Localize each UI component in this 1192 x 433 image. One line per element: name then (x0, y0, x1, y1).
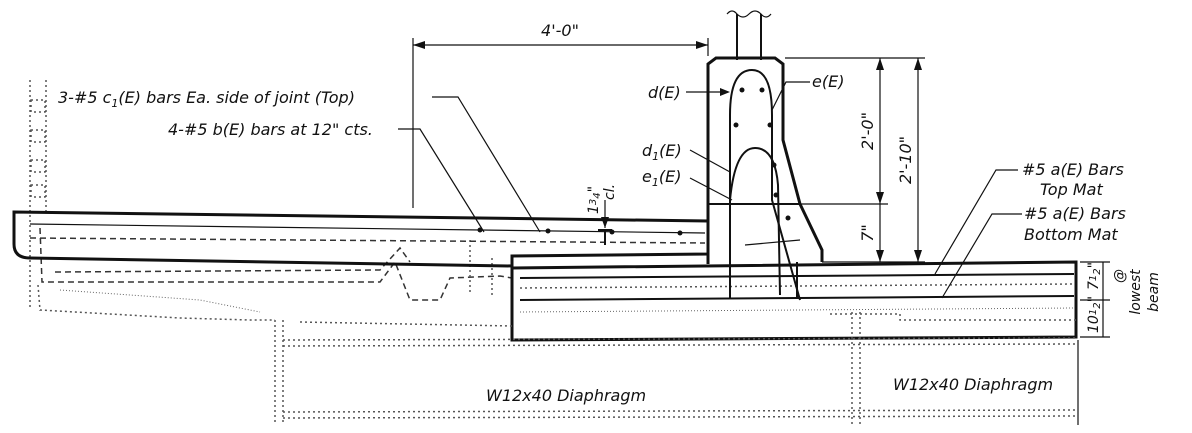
clear-cover-label: 134" (586, 186, 603, 214)
barrier (706, 10, 824, 301)
a-top-mat-line1: #5 a(E) Bars (1022, 160, 1124, 179)
depth-7-half-label: 712" (1086, 262, 1103, 290)
diaphragm-right-label: W12x40 Diaphragm (893, 375, 1053, 394)
existing-deck-edge-outline (29, 80, 47, 310)
dim-2-0-label: 2'-0" (858, 112, 877, 150)
a-bottom-mat-line1: #5 a(E) Bars (1024, 204, 1126, 223)
a-top-mat-line2: Top Mat (1040, 180, 1103, 199)
existing-slab-dashed-lines (37, 227, 513, 321)
dim-2-10-label: 2'-10" (896, 136, 915, 184)
beam-label: beam (1146, 272, 1162, 312)
d1-bar-label: d1(E) (642, 141, 682, 163)
dimension-clear-cover: 134" cl. (586, 184, 618, 228)
callout-labels: 3-#5 c1(E) bars Ea. side of joint (Top) … (58, 72, 1126, 405)
depth-10-half-label: 1012" (1086, 296, 1103, 333)
cantilever-slab (12, 210, 710, 268)
e-bar-label: e(E) (812, 72, 844, 91)
leader-lines (398, 81, 1022, 299)
d-bar-label: d(E) (648, 83, 681, 102)
clear-cl-label: cl. (602, 184, 618, 200)
dimension-4-0: 4'-0" (412, 21, 709, 208)
at-symbol: @ (1112, 269, 1128, 283)
new-deck-slab (510, 260, 1078, 342)
e1-bar-label: e1(E) (642, 167, 681, 189)
diaphragm-left-label: W12x40 Diaphragm (486, 386, 646, 405)
dim-4-0-label: 4'-0" (541, 21, 579, 40)
vertical-dimensions: 2'-0" 7" 2'-10" (785, 57, 925, 263)
dim-7-label: 7" (858, 224, 877, 242)
a-bottom-mat-line2: Bottom Mat (1024, 225, 1118, 244)
lowest-label: lowest (1128, 269, 1144, 315)
diaphragm-region (274, 312, 1079, 425)
slab-depth-dimensions: 712" 1012" @ lowest beam (1080, 261, 1162, 338)
b-bars-label: 4-#5 b(E) bars at 12" cts. (168, 120, 373, 139)
c1-bars-label: 3-#5 c1(E) bars Ea. side of joint (Top) (58, 88, 355, 110)
